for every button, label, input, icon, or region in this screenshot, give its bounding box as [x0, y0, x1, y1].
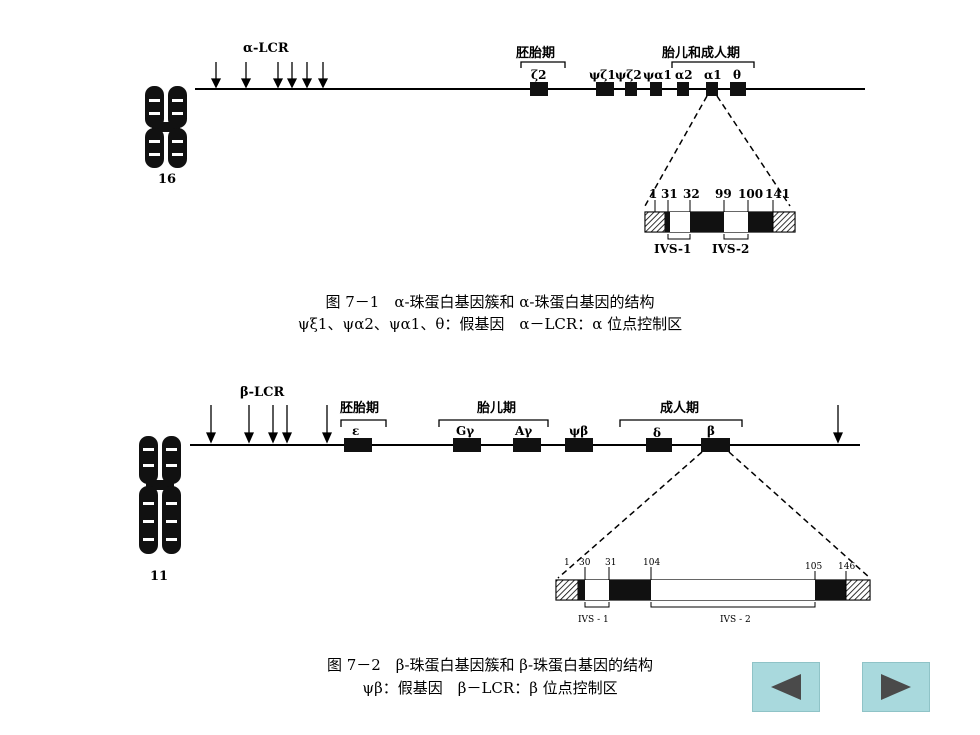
fetal-adult-bracket — [671, 61, 755, 68]
gene-box — [530, 82, 548, 96]
position-ticks — [654, 200, 774, 212]
gene-label: ψζ1 — [589, 68, 616, 82]
gene-box — [650, 82, 662, 96]
gene-box — [453, 438, 481, 452]
position-label: 105 — [805, 562, 822, 572]
figure1: 16 α-LCR 胚胎期 胎儿和成人期 ζ2 ψζ1 ψζ2 ψα1 α2 α1… — [145, 41, 865, 256]
chromosome-11-icon — [139, 436, 181, 554]
beta-gene-structure — [555, 579, 871, 601]
gene-box — [596, 82, 614, 96]
position-label: 31 — [605, 558, 616, 568]
gene-box — [344, 438, 372, 452]
ivs2-bracket — [723, 234, 749, 240]
embryonic-bracket — [520, 61, 566, 68]
position-label: 1 — [564, 558, 570, 568]
ivs2-label: IVS - 2 — [720, 615, 751, 625]
gene-label: ψα1 — [643, 68, 672, 82]
gene-box — [646, 438, 672, 452]
right-triangle-icon — [881, 674, 911, 700]
position-label: 141 — [765, 187, 790, 201]
fetal-label: 胎儿期 — [477, 400, 516, 416]
figure1-caption-title: 图 7－1 α-珠蛋白基因簇和 α-珠蛋白基因的结构 — [325, 293, 655, 311]
gene-box — [701, 438, 730, 452]
position-label: 100 — [738, 187, 763, 201]
lcr-label: β-LCR — [240, 385, 285, 400]
next-button[interactable] — [862, 662, 930, 712]
ivs1-bracket — [667, 234, 691, 240]
chromosome-16-icon — [145, 86, 187, 168]
lcr-label: α-LCR — [243, 41, 289, 56]
adult-label: 成人期 — [660, 400, 699, 416]
adult-bracket — [619, 419, 743, 427]
gene-boxes — [530, 82, 746, 96]
gene-box — [677, 82, 689, 96]
gene-box — [730, 82, 746, 96]
embryonic-label: 胚胎期 — [516, 45, 555, 61]
position-label: 30 — [579, 558, 591, 568]
gene-label: θ — [733, 68, 741, 82]
gene-box — [706, 82, 718, 96]
gene-label: δ — [653, 426, 661, 440]
gene-box — [625, 82, 637, 96]
gene-label: α2 — [675, 68, 693, 82]
figure2: 11 β-LCR 胚胎期 胎儿期 成人期 ε Gγ Aγ ψβ δ β — [139, 385, 871, 625]
embryonic-label: 胚胎期 — [340, 400, 379, 416]
left-triangle-icon — [771, 674, 801, 700]
ivs1-label: IVS - 1 — [578, 615, 609, 625]
fetal-adult-label: 胎儿和成人期 — [662, 45, 740, 61]
figure2-caption-title: 图 7－2 β-珠蛋白基因簇和 β-珠蛋白基因的结构 — [326, 656, 654, 674]
ivs2-bracket — [650, 602, 816, 608]
chromosome-label: 16 — [158, 172, 176, 187]
figure1-caption-note: ψξ1、ψα2、ψα1、θ：假基因 α－LCR：α 位点控制区 — [297, 315, 683, 333]
position-label: 99 — [715, 187, 732, 201]
position-label: 32 — [683, 187, 700, 201]
position-ticks — [584, 567, 847, 580]
fetal-bracket — [438, 419, 549, 427]
prev-button[interactable] — [752, 662, 820, 712]
gene-label: α1 — [704, 68, 722, 82]
lcr-arrows — [205, 405, 844, 444]
gene-label: ζ2 — [531, 68, 546, 82]
position-label: 1 — [649, 187, 657, 201]
zoom-line — [644, 95, 708, 207]
ivs1-label: IVS-1 — [654, 242, 691, 256]
gene-box — [513, 438, 541, 452]
zoom-line — [728, 451, 871, 579]
ivs2-label: IVS-2 — [712, 242, 749, 256]
lcr-arrows — [210, 62, 329, 89]
gene-label: β — [707, 424, 715, 438]
gene-label: ε — [352, 424, 359, 438]
gene-boxes — [344, 438, 730, 452]
chromosome-label: 11 — [150, 569, 168, 584]
position-label: 104 — [643, 558, 660, 568]
alpha-gene-structure — [644, 211, 796, 233]
figure2-caption-note: ψβ：假基因 β－LCR：β 位点控制区 — [362, 679, 618, 697]
ivs1-bracket — [584, 602, 610, 608]
zoom-line — [557, 451, 703, 579]
gene-label: ψβ — [569, 424, 588, 438]
gene-label: ψζ2 — [615, 68, 642, 82]
position-label: 31 — [661, 187, 678, 201]
gene-label: Aγ — [514, 424, 532, 438]
embryonic-bracket — [340, 419, 387, 427]
position-label: 146 — [838, 562, 855, 572]
zoom-line — [716, 95, 791, 207]
gene-label: Gγ — [456, 424, 474, 438]
gene-box — [565, 438, 593, 452]
